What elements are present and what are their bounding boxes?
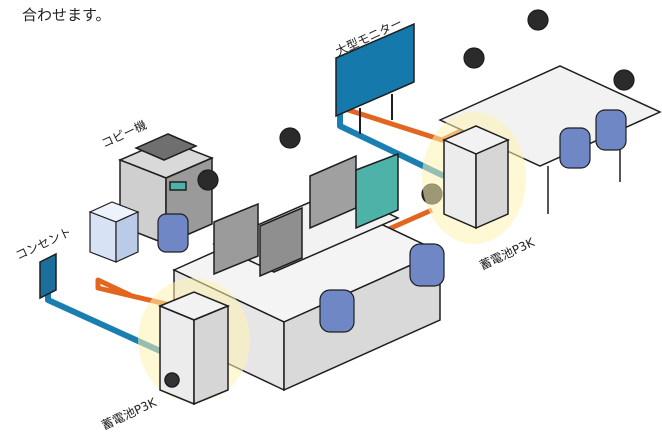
chairs (157, 109, 627, 333)
outlet (39, 252, 57, 300)
outlet-label: コンセント (13, 225, 73, 263)
blue-cable-monitor (337, 112, 446, 179)
desk-monitors (213, 152, 399, 278)
battery-unit-left (138, 278, 250, 406)
battery-unit-right (422, 112, 526, 244)
battery-left-label: 蓄電池P3K (99, 395, 159, 433)
header-text: 合わせます。 (22, 6, 111, 24)
large-monitor (335, 22, 415, 134)
storage-boxes (88, 201, 140, 263)
